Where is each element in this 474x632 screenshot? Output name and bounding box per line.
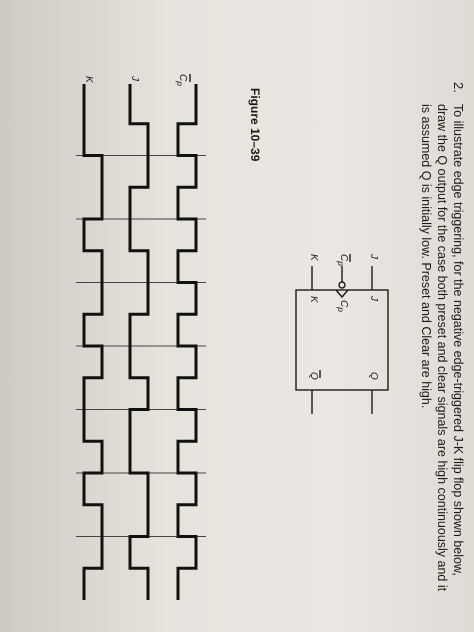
clock-inversion-bubble xyxy=(338,281,346,289)
clock-waveform xyxy=(176,84,198,600)
signal-label-j: J xyxy=(129,76,140,81)
clock-edge-triangle xyxy=(335,289,349,299)
signal-label-k: K xyxy=(83,76,94,83)
k-waveform xyxy=(82,84,104,600)
flip-flop-box xyxy=(295,289,389,391)
j-waveform xyxy=(128,84,150,600)
